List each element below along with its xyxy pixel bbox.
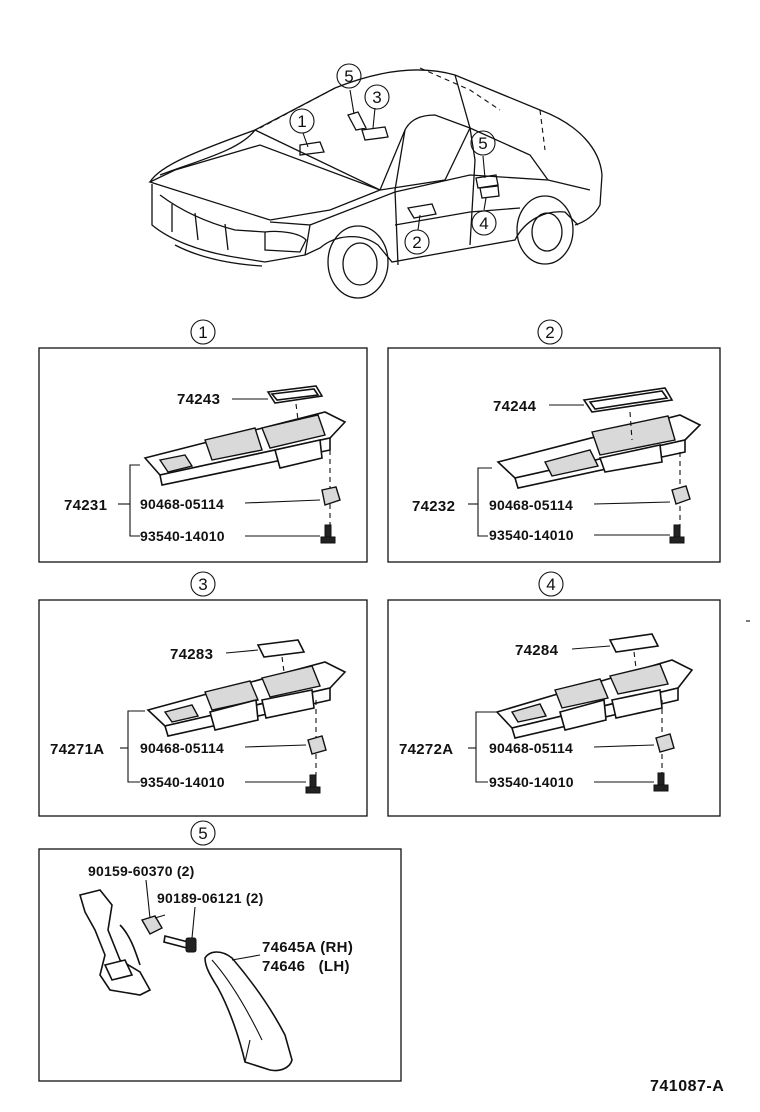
panel-2-cover-part: 74244: [493, 398, 537, 415]
panel-4-cover-part: 74284: [515, 642, 559, 659]
panel-5-bolt-part: 90189-06121 (2): [157, 890, 264, 906]
panel-4-clip-part: 90468-05114: [489, 740, 573, 756]
car-illustration: 1 2 3 4 5 5: [148, 63, 603, 299]
car-callout-3: 3: [364, 84, 390, 110]
panel-1-index-circle: [190, 319, 216, 345]
car-callout-2: 2: [404, 229, 430, 255]
panel-3-cover-part: 74283: [170, 646, 213, 663]
panel-3-clip-part: 90468-05114: [140, 740, 224, 756]
panel-2-assembly-part: 74232: [412, 498, 455, 515]
svg-text:4: 4: [479, 214, 488, 233]
svg-text:1: 1: [297, 112, 306, 131]
panel-1-screw-part: 93540-14010: [140, 528, 225, 544]
panel-4-switch-drawing: [495, 633, 694, 792]
panel-2: 2 74244 74232 90468-05114 93540-14010: [387, 319, 721, 563]
panel-4-frame: [387, 599, 721, 817]
car-callout-5-rear: 5: [470, 130, 496, 156]
car-callout-4: 4: [471, 210, 497, 236]
car-callout-5-front: 5: [336, 63, 362, 89]
panel-5-nut-part: 90159-60370 (2): [88, 863, 195, 879]
panel-3-index-circle: [190, 571, 216, 597]
panel-1-assembly-part: 74231: [64, 497, 107, 514]
panel-4-index: 4: [546, 575, 555, 594]
panel-5-handle-drawing: [78, 889, 293, 1072]
panel-3-screw-part: 93540-14010: [140, 774, 225, 790]
panel-2-screw-part: 93540-14010: [489, 527, 574, 543]
svg-text:2: 2: [412, 233, 421, 252]
panel-5-handle-lh-part: 74646 (LH): [262, 958, 350, 975]
panel-1: 1 74243 74231 90468-05114 93540-14010: [38, 319, 368, 563]
panel-5-index: 5: [198, 824, 207, 843]
panel-1-cover-part: 74243: [177, 391, 220, 408]
panel-1-index: 1: [198, 323, 207, 342]
panel-1-switch-drawing: [143, 385, 347, 544]
svg-text:3: 3: [372, 88, 381, 107]
panel-5-frame: [38, 848, 402, 1082]
car-callout-1: 1: [289, 108, 315, 134]
panel-1-clip-part: 90468-05114: [140, 496, 224, 512]
panel-2-switch-drawing: [496, 387, 702, 544]
panel-4-screw-part: 93540-14010: [489, 774, 574, 790]
panel-4-assembly-part: 74272A: [399, 741, 453, 758]
panel-5-index-circle: [190, 820, 216, 846]
panel-3-index: 3: [198, 575, 207, 594]
svg-text:5: 5: [478, 134, 487, 153]
panel-3-frame: [38, 599, 368, 817]
panel-3-assembly-part: 74271A: [50, 741, 104, 758]
panel-4-index-circle: [538, 571, 564, 597]
panel-3: 3 74283 74271A 90468-05114 93540-14010: [38, 571, 368, 817]
panel-5-handle-rh-part: 74645A (RH): [262, 939, 353, 956]
diagram-code: 741087-A: [650, 1078, 724, 1095]
panel-2-clip-part: 90468-05114: [489, 497, 573, 513]
panel-2-frame: [387, 347, 721, 563]
svg-text:5: 5: [344, 67, 353, 86]
panel-4: 4 74284 74272A 90468-05114 93540-14010: [387, 571, 721, 817]
panel-5: 5 90159-60370 (2) 90189-06121 (2) 74645A…: [38, 820, 402, 1082]
panel-3-switch-drawing: [146, 639, 347, 794]
panel-2-index-circle: [537, 319, 563, 345]
panel-2-index: 2: [545, 323, 554, 342]
panel-1-frame: [38, 347, 368, 563]
